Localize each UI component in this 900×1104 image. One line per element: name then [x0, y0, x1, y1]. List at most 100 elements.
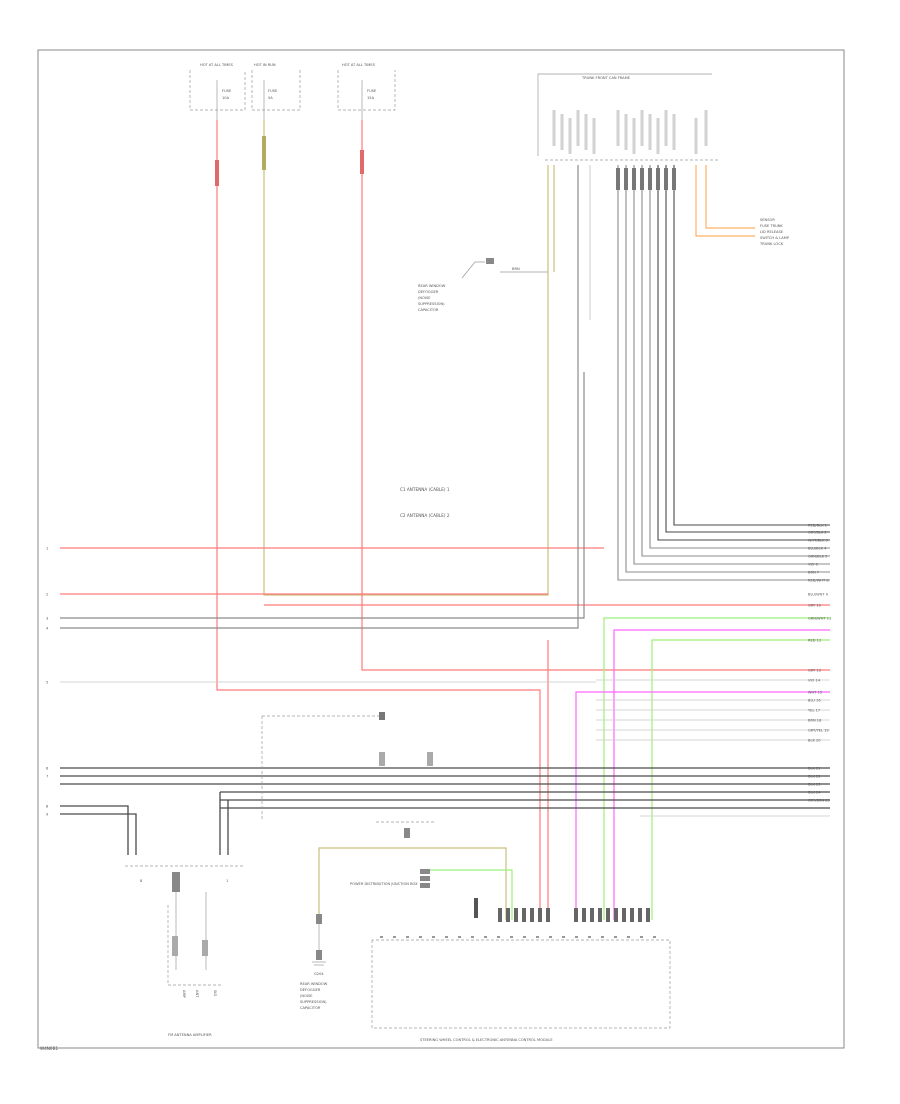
frame-connector-label: TRUNK FRONT CAN FRAME	[581, 76, 631, 80]
svg-text:ANT: ANT	[195, 990, 199, 998]
frame-connector: TRUNK FRONT CAN FRAME	[537, 73, 720, 161]
svg-text:SUPPRESSION): SUPPRESSION)	[300, 1000, 327, 1004]
wire-black-left-1	[60, 805, 129, 855]
svg-text:BRN: BRN	[512, 267, 520, 271]
svg-text:(NOISE: (NOISE	[300, 994, 313, 998]
module-pin-tick	[432, 936, 435, 938]
svg-text:DEFOGGER: DEFOGGER	[418, 290, 439, 294]
right-terminal-label: YEL 17	[808, 709, 820, 713]
right-terminal-label: BLK 23	[808, 783, 821, 787]
top-pin-tick	[592, 118, 596, 154]
top-pin-tick	[664, 110, 668, 146]
module-pin-marker-10	[590, 908, 594, 922]
module-pin-tick	[497, 936, 500, 938]
svg-text:FUSE: FUSE	[222, 89, 232, 93]
wire-red-fuse3-marker	[360, 150, 364, 174]
left-terminal-label: 7	[46, 775, 48, 779]
svg-text:AMP: AMP	[182, 990, 186, 999]
svg-text:CAPACITOR: CAPACITOR	[300, 1006, 321, 1010]
module-pin-marker-17	[646, 908, 650, 922]
module-pin-marker-14	[622, 908, 626, 922]
module-pin-tick	[471, 936, 474, 938]
top-pin-tick	[624, 114, 628, 150]
svg-text:15A: 15A	[367, 96, 375, 100]
module-pin-tick	[653, 936, 656, 938]
wire-black-left-2	[60, 813, 137, 855]
wire-green-2	[651, 639, 830, 920]
wire-bundle-6	[657, 165, 830, 541]
top-pin-labels	[552, 110, 708, 154]
antenna-switch	[261, 712, 436, 838]
left-terminal-label: 6	[46, 767, 49, 771]
module-pin-tick	[536, 936, 539, 938]
right-terminal-label: BRN 18	[808, 719, 822, 723]
junction-connector: POWER DISTRIBUTION JUNCTION BOX	[350, 869, 430, 888]
right-terminal-label: GRY/BRN 25	[808, 799, 830, 803]
wire-orange-1	[695, 165, 755, 237]
right-terminal-label: WHT 15	[808, 691, 822, 695]
module-pin-marker-extra	[474, 898, 478, 918]
svg-text:SWITCH & LAMP: SWITCH & LAMP	[760, 236, 790, 240]
module-pin-marker-8	[574, 908, 578, 922]
svg-text:SUPPRESSION): SUPPRESSION)	[418, 302, 445, 306]
svg-text:FUSE: FUSE	[268, 89, 278, 93]
left-terminal-label: 5	[46, 681, 48, 685]
module-pin-tick	[445, 936, 448, 938]
right-terminal-label: BLU/WHT 9	[808, 593, 829, 597]
wire-bundle-8	[673, 165, 830, 526]
right-terminal-label: WHT/BLK 3	[808, 539, 828, 543]
antenna-connector-2-label: C2 ANTENNA (CABLE) 2	[400, 513, 450, 518]
fuse-box-3-label: HOT AT ALL TIMES	[342, 63, 376, 67]
wire-red-fuse1-marker	[215, 160, 219, 186]
left-terminal-label: 8	[46, 805, 49, 809]
module-pin-tick	[419, 936, 422, 938]
module-pin-tick	[393, 936, 396, 938]
right-terminal-label: BLK 20	[808, 739, 821, 743]
svg-text:FUSE TRUNK: FUSE TRUNK	[760, 224, 783, 228]
module-pin-marker-9	[582, 908, 586, 922]
svg-text:(NOISE: (NOISE	[418, 296, 431, 300]
control-module-label: STEERING WHEEL CONTROL & ELECTRONIC ANTE…	[420, 1038, 553, 1042]
wire-red-fuse3	[361, 120, 830, 671]
wire-red-fuse1	[216, 120, 541, 920]
wire-harness	[60, 120, 830, 922]
wire-bundle-marker-1	[616, 168, 620, 190]
module-pin-marker-2	[506, 908, 510, 922]
module-pin-tick	[627, 936, 630, 938]
right-terminal-label: VIO 6	[808, 563, 818, 567]
svg-text:1: 1	[226, 879, 228, 883]
module-pin-marker-7	[546, 908, 550, 922]
diagram-border	[37, 49, 845, 1049]
left-terminal-label: 9	[46, 813, 49, 817]
wire-bundle-marker-4	[640, 168, 644, 190]
right-terminal-label: BLU/BLK 4	[808, 547, 827, 551]
top-pin-tick	[640, 110, 644, 146]
svg-text:10A: 10A	[222, 96, 230, 100]
module-pin-tick	[406, 936, 409, 938]
junction-box-note: POWER DISTRIBUTION JUNCTION BOX	[350, 882, 418, 886]
top-pin-tick	[672, 114, 676, 150]
control-module: STEERING WHEEL CONTROL & ELECTRONIC ANTE…	[371, 936, 671, 1042]
fuse-box-2-label: HOT IN RUN	[254, 63, 276, 67]
top-pin-tick	[616, 110, 620, 146]
antenna-connector-1-label: C1 ANTENNA (CABLE) 1	[400, 487, 450, 492]
wire-magenta-2	[575, 691, 830, 920]
wire-bundle-marker-3	[632, 168, 636, 190]
right-terminal-label: VIO 14	[808, 679, 821, 683]
module-pin-tick	[575, 936, 578, 938]
right-terminal-label: BRN 7	[808, 571, 819, 575]
right-terminal-label: BLK 22	[808, 775, 821, 779]
module-pin-tick	[510, 936, 513, 938]
svg-text:REAR WINDOW: REAR WINDOW	[300, 982, 328, 986]
svg-text:FUSE: FUSE	[367, 89, 377, 93]
module-pin-marker-13	[614, 908, 618, 922]
wire-bundle-5	[649, 165, 830, 549]
top-pin-tick	[560, 114, 564, 150]
left-terminal-label: 2	[46, 593, 48, 597]
right-terminal-label: GRY/BLK 2	[808, 531, 827, 535]
module-pin-tick	[523, 936, 526, 938]
svg-text:DEFOGGER: DEFOGGER	[300, 988, 321, 992]
fm-antenna-amplifier-label: FM ANTENNA AMPLIFIER	[168, 1033, 212, 1037]
module-pin-tick	[458, 936, 461, 938]
